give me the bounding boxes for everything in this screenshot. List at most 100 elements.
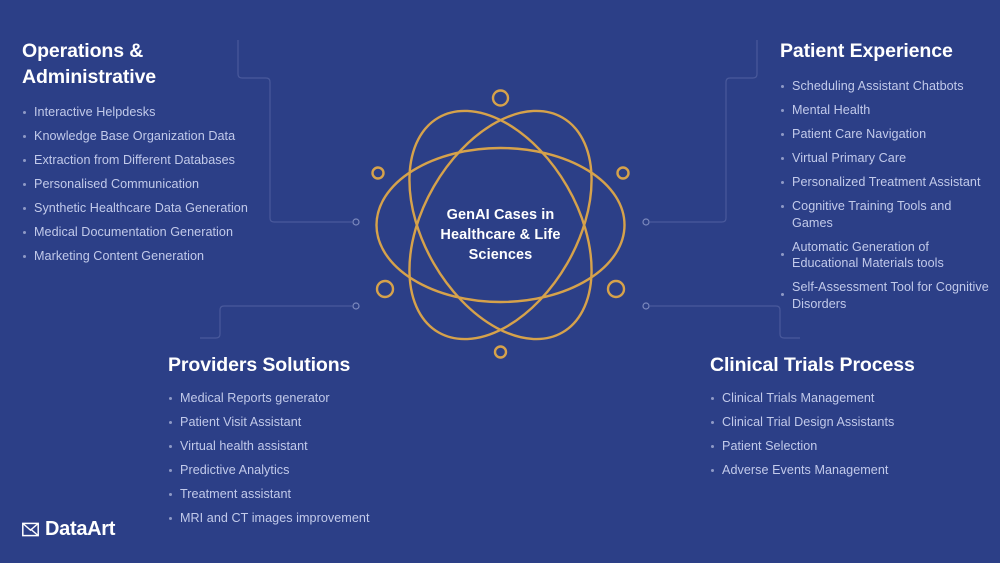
quadrant-patient-experience: Patient Experience Scheduling Assistant … <box>780 38 992 320</box>
list-item: Patient Selection <box>710 438 960 455</box>
list-item-label: Knowledge Base Organization Data <box>34 129 236 143</box>
quadrant-list-providers-solutions: Medical Reports generator Patient Visit … <box>168 390 418 527</box>
list-item: Patient Visit Assistant <box>168 414 418 431</box>
quadrant-title-operations-administrative: Operations & Administrative <box>22 40 157 88</box>
list-item-label: Predictive Analytics <box>180 463 290 477</box>
quadrant-title-patient-experience: Patient Experience <box>780 40 953 62</box>
list-item-label: Marketing Content Generation <box>34 249 205 263</box>
list-item-label: Patient Care Navigation <box>792 127 927 141</box>
list-item-label: Clinical Trials Management <box>722 391 875 405</box>
list-item-label: Medical Documentation Generation <box>34 225 234 239</box>
list-item: Personalised Communication <box>22 176 272 193</box>
list-item: MRI and CT images improvement <box>168 510 418 527</box>
bullet-icon <box>169 516 172 520</box>
bullet-icon <box>23 254 26 258</box>
bullet-icon <box>711 420 714 424</box>
center-label-line-3: Sciences <box>468 247 533 263</box>
bullet-icon <box>781 252 784 256</box>
atom-orbit-3 <box>408 109 593 341</box>
quadrant-list-patient-experience: Scheduling Assistant Chatbots Mental Hea… <box>780 78 992 312</box>
quadrant-title-providers-solutions: Providers Solutions <box>168 354 351 376</box>
bullet-icon <box>781 204 784 208</box>
atom-orbit-1 <box>375 146 626 304</box>
list-item-label: Virtual health assistant <box>180 439 308 453</box>
list-item-label: Virtual Primary Care <box>792 151 907 165</box>
bullet-icon <box>23 206 26 210</box>
bullet-icon <box>711 444 714 448</box>
dataart-wordmark: DataArt <box>45 518 116 540</box>
bullet-icon <box>781 293 784 296</box>
atom-node-left-upper <box>371 166 385 180</box>
list-item: Cognitive Training Tools and Games <box>780 198 992 231</box>
list-item: Scheduling Assistant Chatbots <box>780 78 992 95</box>
list-item: Interactive Helpdesks <box>22 104 272 121</box>
quadrant-providers-solutions: Providers Solutions Medical Reports gene… <box>168 352 418 534</box>
list-item: Clinical Trials Management <box>710 390 960 407</box>
dataart-mark-icon <box>22 522 39 536</box>
bullet-icon <box>169 396 172 400</box>
bullet-icon <box>781 180 784 184</box>
connector-top-right <box>650 40 758 223</box>
atom-node-left-lower <box>375 279 395 299</box>
connector-dot-bottom-right <box>642 302 650 310</box>
list-item: Automatic Generation of Educational Mate… <box>780 239 992 272</box>
list-item-label: Scheduling Assistant Chatbots <box>792 79 964 93</box>
connector-dot-top-right <box>642 218 650 226</box>
center-label-line-1: GenAI Cases in <box>446 207 555 223</box>
center-label: GenAI Cases in Healthcare & Life Science… <box>358 205 643 265</box>
connector-bottom-right <box>650 305 800 339</box>
list-item: Virtual health assistant <box>168 438 418 455</box>
bullet-icon <box>23 110 26 114</box>
list-item-label: Interactive Helpdesks <box>34 105 156 119</box>
quadrant-title-clinical-trials-process: Clinical Trials Process <box>710 354 915 376</box>
quadrant-list-operations-administrative: Interactive Helpdesks Knowledge Base Org… <box>22 104 272 265</box>
bullet-icon <box>23 230 26 234</box>
bullet-icon <box>169 468 172 472</box>
atom-node-right-lower <box>606 279 626 299</box>
bullet-icon <box>169 444 172 448</box>
list-item-label: Clinical Trial Design Assistants <box>722 415 895 429</box>
list-item: Marketing Content Generation <box>22 248 272 265</box>
list-item-label: Extraction from Different Databases <box>34 153 236 167</box>
list-item-label: Medical Reports generator <box>180 391 330 405</box>
list-item-label: Mental Health <box>792 103 871 117</box>
bullet-icon <box>711 468 714 472</box>
list-item-label: Automatic Generation of Educational Mate… <box>792 239 944 271</box>
bullet-icon <box>711 396 714 400</box>
list-item-label: Patient Visit Assistant <box>180 415 302 429</box>
list-item-label: Self-Assessment Tool for Cognitive Disor… <box>792 280 989 311</box>
bullet-icon <box>781 156 784 160</box>
list-item: Treatment assistant <box>168 486 418 503</box>
list-item-label: Treatment assistant <box>180 487 292 501</box>
list-item: Extraction from Different Databases <box>22 152 272 169</box>
list-item: Self-Assessment Tool for Cognitive Disor… <box>780 279 992 312</box>
quadrant-list-clinical-trials-process: Clinical Trials Management Clinical Tria… <box>710 390 960 479</box>
list-item-label: MRI and CT images improvement <box>180 511 370 525</box>
bullet-icon <box>781 108 784 112</box>
list-item: Adverse Events Management <box>710 462 960 479</box>
bullet-icon <box>23 134 26 138</box>
bullet-icon <box>169 492 172 496</box>
center-label-line-2: Healthcare & Life <box>440 227 561 243</box>
list-item: Patient Care Navigation <box>780 126 992 143</box>
atom-orbit-2 <box>408 109 593 341</box>
list-item-label: Personalised Communication <box>34 177 200 191</box>
list-item-label: Synthetic Healthcare Data Generation <box>34 201 248 215</box>
list-item-label: Cognitive Training Tools and Games <box>792 199 952 230</box>
list-item: Knowledge Base Organization Data <box>22 128 272 145</box>
list-item-label: Adverse Events Management <box>722 463 889 477</box>
bullet-icon <box>169 420 172 424</box>
list-item: Medical Documentation Generation <box>22 224 272 241</box>
list-item: Medical Reports generator <box>168 390 418 407</box>
list-item: Synthetic Healthcare Data Generation <box>22 200 272 217</box>
list-item: Virtual Primary Care <box>780 150 992 167</box>
atom-node-right-upper <box>616 166 630 180</box>
bullet-icon <box>781 132 784 136</box>
connector-bottom-left <box>200 305 352 339</box>
bullet-icon <box>23 182 26 186</box>
dataart-logo: DataArt <box>22 519 115 539</box>
atom-icon <box>371 89 630 359</box>
list-item: Personalized Treatment Assistant <box>780 174 992 191</box>
list-item-label: Personalized Treatment Assistant <box>792 175 981 189</box>
quadrant-clinical-trials-process: Clinical Trials Process Clinical Trials … <box>710 352 960 486</box>
